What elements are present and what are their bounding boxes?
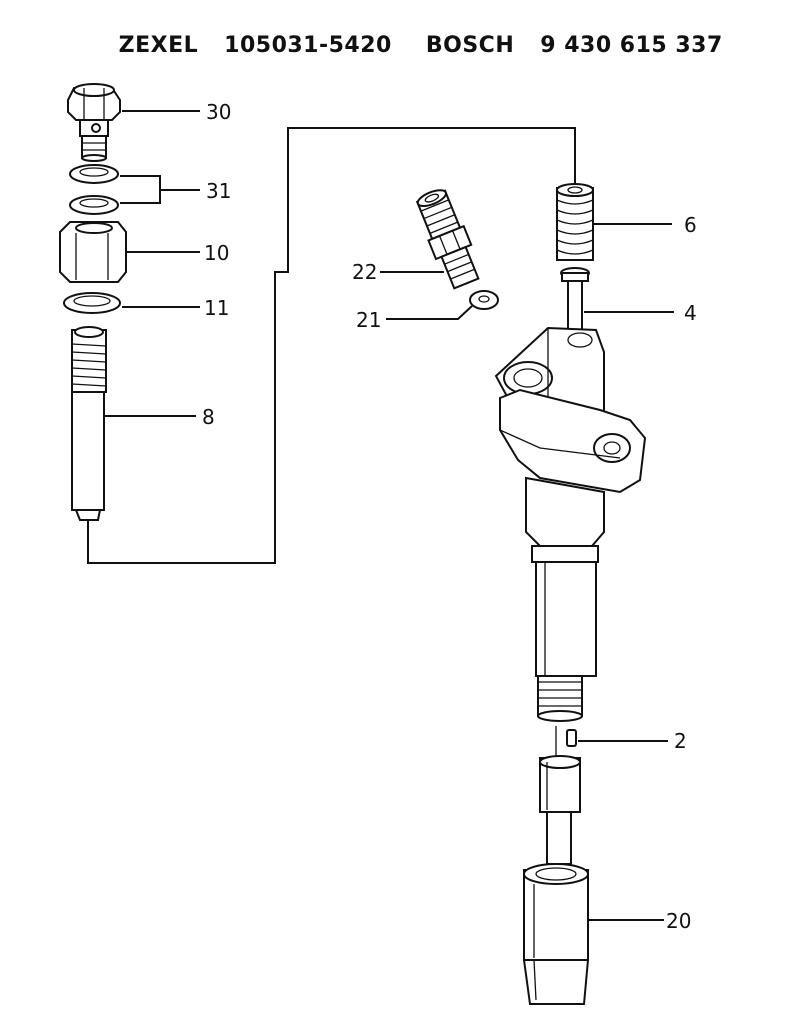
- nut-icon: [59, 221, 127, 283]
- leader-21: [386, 305, 473, 320]
- callout-8: 8: [202, 405, 215, 429]
- retaining-nut-icon: [522, 863, 590, 1005]
- connector-icon: [415, 189, 480, 290]
- callout-2: 2: [674, 729, 687, 753]
- gasket-ring-icon: [63, 292, 121, 314]
- tube-icon: [71, 326, 107, 521]
- callout-10: 10: [204, 241, 229, 265]
- header-brand-zexel: ZEXEL: [118, 33, 199, 58]
- callout-31: 31: [206, 179, 231, 203]
- callout-4: 4: [684, 301, 697, 325]
- banjo-bolt-icon: [67, 83, 121, 162]
- callout-20: 20: [666, 909, 691, 933]
- header-brand-bosch: BOSCH: [425, 33, 515, 58]
- washer-icon: [469, 290, 499, 310]
- diagram-header: ZEXEL 105031-5420 BOSCH 9 430 615 337: [86, 8, 723, 83]
- injector-body-icon: [494, 326, 647, 722]
- callout-30: 30: [206, 100, 231, 124]
- header-part-bosch: 9 430 615 337: [540, 33, 723, 58]
- nozzle-icon: [539, 755, 581, 875]
- leader-31: [120, 175, 200, 204]
- spring-icon: [556, 183, 594, 261]
- callout-6: 6: [684, 213, 697, 237]
- callout-21: 21: [356, 308, 381, 332]
- callout-11: 11: [204, 296, 229, 320]
- pin-icon: [555, 726, 577, 756]
- callout-22: 22: [352, 260, 377, 284]
- assembly-connector-line: [87, 127, 576, 564]
- header-part-zexel: 105031-5420: [224, 33, 392, 58]
- gasket-icon: [69, 164, 119, 215]
